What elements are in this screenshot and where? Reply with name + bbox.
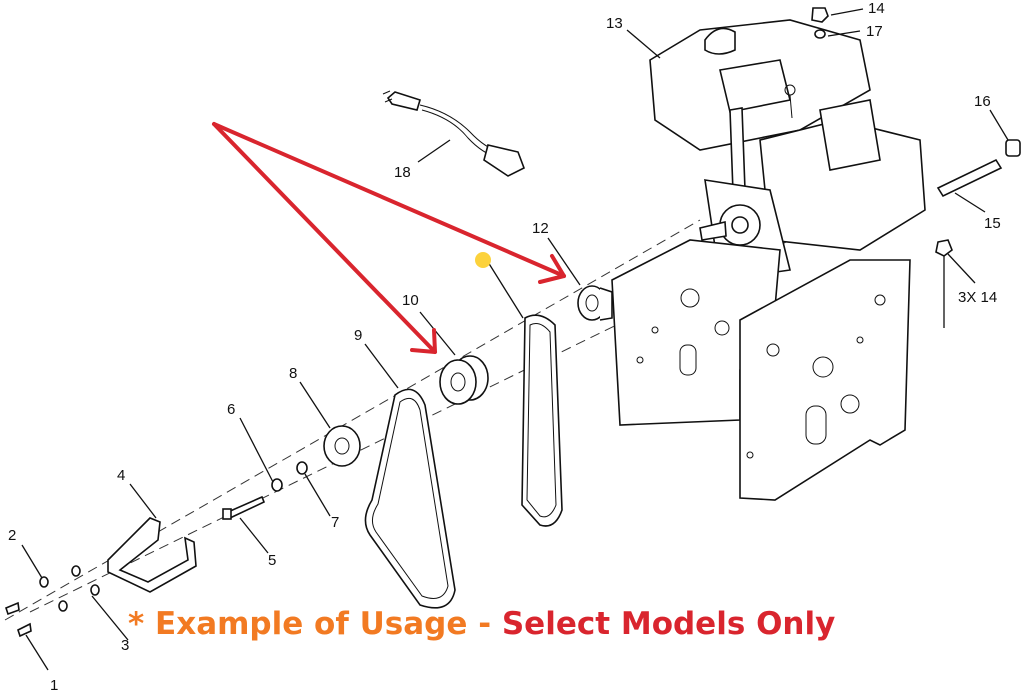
part-5-bolt (222, 495, 266, 520)
callout-1: 1 (50, 677, 58, 694)
usage-banner: * Example of Usage - Select Models Only (128, 606, 835, 642)
part-18-cord (382, 90, 526, 177)
callout-3: 3 (121, 637, 129, 654)
callout-3x14: 3X 14 (958, 289, 997, 306)
callout-8: 8 (289, 365, 297, 382)
callout-14: 14 (868, 0, 885, 17)
callout-18: 18 (394, 164, 411, 181)
highlight-dot (475, 252, 491, 268)
red-arrows (212, 122, 566, 354)
callout-16: 16 (974, 93, 991, 110)
part-12-pulley (577, 285, 613, 321)
arrow-to-pulley-12 (212, 122, 566, 278)
banner-models-text: Select Models Only (501, 606, 836, 642)
part-16-cap (1005, 139, 1021, 157)
part-9-belt (364, 388, 456, 609)
part-1-2-3-hardware (5, 565, 100, 638)
callout-15: 15 (984, 215, 1001, 232)
frame-plates (611, 239, 911, 501)
banner-example-text: Example of Usage (155, 606, 468, 642)
belt (521, 314, 563, 527)
callout-5: 5 (268, 552, 276, 569)
part-15-shaft (936, 158, 1003, 198)
part-6-washer (271, 478, 283, 492)
part-14-nut (811, 7, 953, 257)
callout-6: 6 (227, 401, 235, 418)
callout-10: 10 (402, 292, 419, 309)
callout-13: 13 (606, 15, 623, 32)
callout-2: 2 (8, 527, 16, 544)
part-4-bracket (107, 517, 197, 593)
callout-12: 12 (532, 220, 549, 237)
part-7-washer (296, 461, 308, 475)
arrow-head-pulley-10 (410, 328, 437, 354)
arrow-head-pulley-12 (538, 254, 566, 284)
arrow-to-pulley-10 (212, 122, 437, 354)
callout-9: 9 (354, 327, 362, 344)
part-8-pulley (323, 425, 361, 467)
banner-star: * (128, 606, 145, 642)
callout-4: 4 (117, 467, 125, 484)
banner-dash: - (478, 606, 492, 642)
callout-7: 7 (331, 514, 339, 531)
part-10-pulley (439, 355, 489, 405)
callout-17: 17 (866, 23, 883, 40)
part-17-washer (814, 29, 826, 39)
leader-lines (21, 8, 1009, 671)
